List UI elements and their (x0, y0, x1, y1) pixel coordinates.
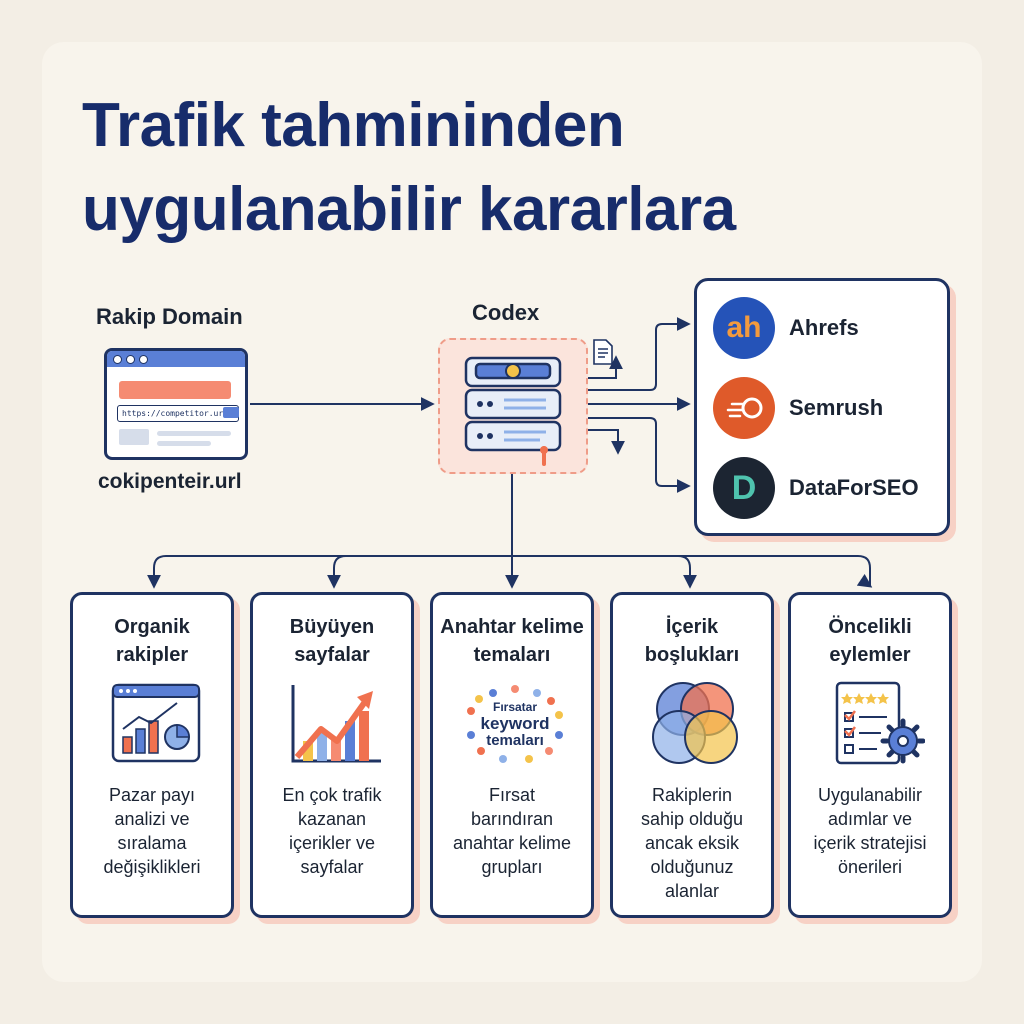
semrush-logo-icon (713, 377, 775, 439)
arrow-doc-out (588, 355, 623, 379)
browser-titlebar (107, 351, 245, 367)
window-dot-icon (113, 354, 122, 364)
venn-diagram-icon (652, 682, 738, 764)
browser-banner (119, 381, 231, 399)
svg-text:Fırsatar: Fırsatar (493, 700, 537, 714)
card-title: İçerik boşlukları (644, 616, 740, 666)
card-description: Uygulanabilir adımlar ve içerik strateji… (813, 785, 927, 877)
card-title: Öncelikli eylemler (828, 616, 912, 666)
arrow-codex-to-ahrefs (586, 317, 691, 391)
data-sources-panel: ah Ahrefs Semrush D DataForSEO (694, 278, 950, 536)
engine-heading: Codex (472, 300, 540, 325)
output-card-growing-pages: Büyüyen sayfalar En çok trafik kazanan i… (250, 592, 414, 918)
keyword-cloud-icon: Fırsatar keyword temaları (467, 685, 563, 763)
content-line (157, 431, 231, 436)
browser-window-icon: https://competitor.url (104, 348, 248, 460)
tool-dataforseo: D DataForSEO (713, 457, 919, 519)
output-card-keyword-themes: Anahtar kelime temaları Fırsatar keyword… (430, 592, 594, 918)
semrush-mark-icon (726, 397, 763, 419)
card-title: Büyüyen sayfalar (289, 616, 375, 666)
source-url-label: cokipenteir.url (98, 470, 242, 493)
growth-chart-icon (291, 685, 381, 763)
branch-line (166, 555, 871, 586)
tool-semrush: Semrush (713, 377, 883, 439)
card-description: Rakiplerin sahip olduğu ancak eksik oldu… (640, 785, 744, 901)
codex-engine (438, 338, 588, 474)
url-bar: https://competitor.url (117, 405, 239, 422)
output-card-organic-competitors: Organik rakipler Pazar payı analizi ve s… (70, 592, 234, 918)
tool-name: Ahrefs (789, 315, 859, 340)
card-title: Organik rakipler (114, 616, 190, 666)
svg-text:keyword: keyword (481, 714, 550, 733)
page-title: Trafik tahmininden uygulanabilir kararla… (82, 84, 962, 252)
window-dot-icon (139, 354, 148, 364)
svg-text:temaları: temaları (486, 732, 544, 749)
bar-chart-icon (111, 683, 201, 763)
card-description: En çok trafik kazanan içerikler ve sayfa… (282, 785, 382, 877)
arrow-doc-in (588, 429, 625, 455)
tool-ahrefs: ah Ahrefs (713, 297, 859, 359)
output-card-content-gaps: İçerik boşlukları Rakiplerin sahip olduğ… (610, 592, 774, 918)
tool-name: DataForSEO (789, 475, 919, 500)
source-heading: Rakip Domain (96, 304, 243, 329)
content-placeholder (119, 429, 149, 445)
server-stack-icon (464, 356, 562, 466)
arrow-codex-to-dataforseo (586, 417, 691, 493)
dataforseo-logo-icon: D (713, 457, 775, 519)
title-line-1: Trafik tahmininden (82, 91, 625, 160)
checklist-gear-icon (835, 681, 925, 765)
window-dot-icon (126, 354, 135, 364)
card-description: Fırsat barındıran anahtar kelime gruplar… (452, 785, 572, 877)
document-icon (593, 339, 613, 365)
tool-name: Semrush (789, 395, 884, 420)
go-button-icon (223, 407, 239, 418)
card-title: Anahtar kelime temaları (440, 616, 584, 666)
ahrefs-logo-icon: ah (713, 297, 775, 359)
content-line (157, 441, 211, 446)
output-card-priority-actions: Öncelikli eylemler Uygulanabilir adımlar… (788, 592, 952, 918)
title-line-2: uygulanabilir kararlara (82, 175, 736, 244)
card-description: Pazar payı analizi ve sıralama değişikli… (103, 785, 201, 877)
